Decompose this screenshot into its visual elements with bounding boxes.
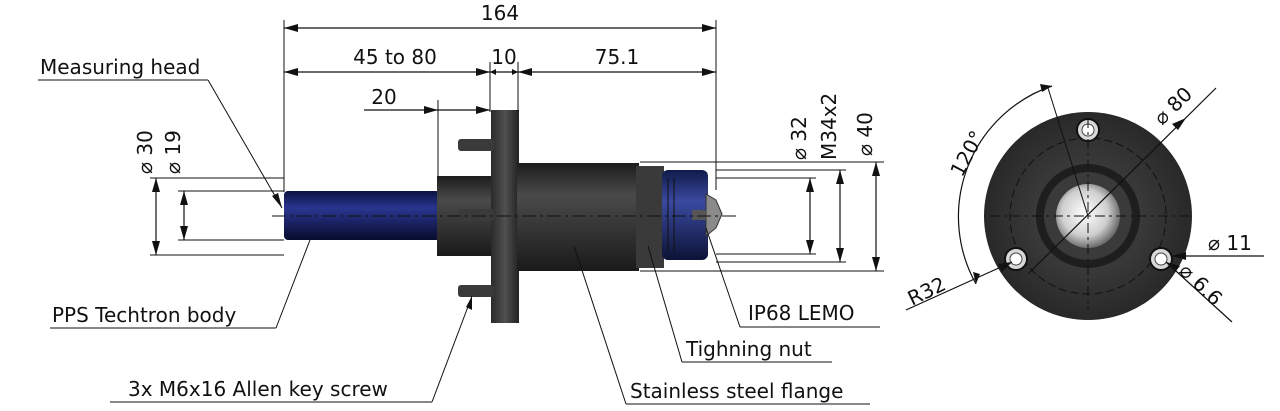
label-body: PPS Techtron body bbox=[52, 303, 236, 327]
dim-dia-80: ⌀ 80 bbox=[1149, 82, 1197, 130]
dim-overall-length: 164 bbox=[481, 1, 519, 25]
dim-dia-19: ⌀ 19 bbox=[161, 130, 185, 174]
screw-bottom bbox=[458, 285, 494, 297]
label-connector: IP68 LEMO bbox=[748, 301, 855, 325]
screw-top bbox=[458, 139, 494, 151]
dim-head-step: 20 bbox=[371, 85, 396, 109]
side-view bbox=[272, 110, 736, 323]
lemo-connector bbox=[705, 193, 723, 238]
label-screws: 3x M6x16 Allen key screw bbox=[128, 377, 388, 401]
callouts: Measuring head PPS Techtron body 3x M6x1… bbox=[38, 55, 880, 405]
label-measuring-head: Measuring head bbox=[40, 55, 200, 79]
dim-rear-length: 75.1 bbox=[595, 45, 640, 69]
label-flange: Stainless steel flange bbox=[630, 379, 843, 403]
dim-thread: M34x2 bbox=[817, 93, 841, 160]
dim-flange-thickness: 10 bbox=[491, 45, 516, 69]
rear-ring bbox=[636, 166, 664, 268]
side-dimensions: 164 45 to 80 10 75.1 20 ⌀ 30 ⌀ 19 ⌀ 32 M… bbox=[133, 1, 884, 272]
front-view: 120° ⌀ 80 R32 ⌀ 11 ⌀ 6.6 bbox=[904, 82, 1264, 323]
dim-hole-66: ⌀ 6.6 bbox=[1175, 258, 1228, 310]
dim-dia-30: ⌀ 30 bbox=[133, 130, 157, 174]
screw-mid bbox=[458, 209, 494, 221]
dim-head-length: 45 to 80 bbox=[353, 45, 437, 69]
rear-body bbox=[517, 163, 639, 271]
dim-dia-32: ⌀ 32 bbox=[787, 116, 811, 160]
label-nut: Tighning nut bbox=[685, 337, 812, 361]
dim-angle: 120° bbox=[945, 127, 989, 181]
measuring-head bbox=[284, 191, 440, 240]
dim-radius: R32 bbox=[904, 272, 950, 311]
dim-dia-40: ⌀ 40 bbox=[853, 112, 877, 156]
dim-hole-11: ⌀ 11 bbox=[1208, 231, 1252, 255]
